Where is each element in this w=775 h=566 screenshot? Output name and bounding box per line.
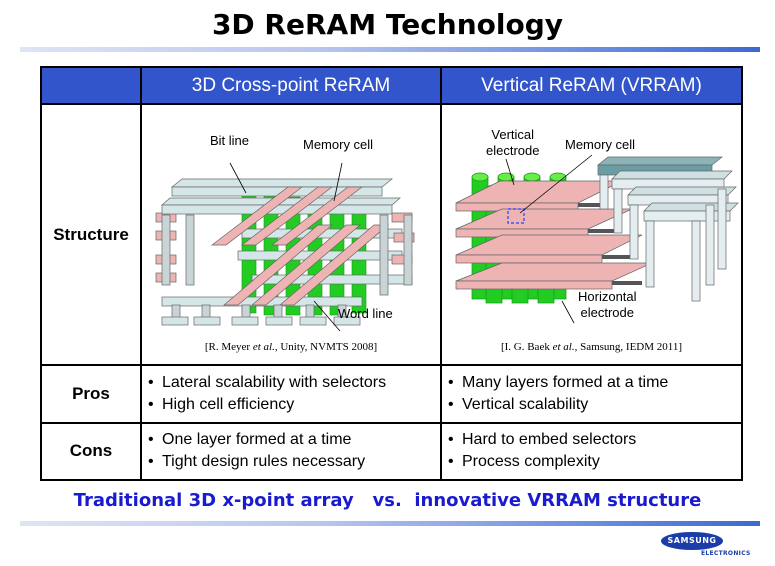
header-row: 3D Cross-point ReRAM Vertical ReRAM (VRR… bbox=[40, 66, 743, 105]
pros-row: Pros Lateral scalability with selectors … bbox=[40, 364, 743, 424]
word-lines bbox=[210, 186, 389, 306]
crosspoint-pro-item: Lateral scalability with selectors bbox=[148, 372, 440, 394]
samsung-logo: SAMSUNG ELECTRONICS bbox=[659, 530, 769, 562]
citation-vrram-pre: [I. G. Baek bbox=[500, 341, 553, 353]
crosspoint-cons-cell: One layer formed at a time Tight design … bbox=[140, 421, 442, 482]
row-label-pros: Pros bbox=[40, 364, 142, 424]
label-vertical-electrode-line1: Vertical bbox=[491, 127, 535, 142]
label-vertical-electrode-line2: electrode bbox=[486, 143, 540, 158]
label-memory-cell-crosspoint: Memory cell bbox=[303, 137, 374, 152]
label-memory-cell-vrram: Memory cell bbox=[565, 137, 636, 152]
crosspoint-con-item: One layer formed at a time bbox=[148, 429, 440, 451]
crosspoint-structure-cell: Bit line Memory cell Word line [R. Meyer… bbox=[140, 102, 442, 367]
citation-vrram: [I. G. Baek et al., Samsung, IEDM 2011] bbox=[442, 341, 741, 353]
crosspoint-pros-list: Lateral scalability with selectors High … bbox=[142, 372, 440, 416]
memory-cell-highlight bbox=[507, 208, 525, 224]
row-label-cons: Cons bbox=[40, 421, 142, 482]
samsung-logo-subtext: ELECTRONICS bbox=[701, 550, 751, 557]
vrram-con-item: Hard to embed selectors bbox=[448, 429, 741, 451]
row-label-structure: Structure bbox=[40, 102, 142, 367]
header-crosspoint: 3D Cross-point ReRAM bbox=[140, 66, 442, 105]
citation-crosspoint-pre: [R. Meyer bbox=[204, 341, 253, 353]
cons-row: Cons One layer formed at a time Tight de… bbox=[40, 421, 743, 482]
label-horizontal-electrode-line1: Horizontal bbox=[578, 289, 637, 304]
vrram-pros-cell: Many layers formed at a time Vertical sc… bbox=[440, 364, 743, 424]
vrram-pros-list: Many layers formed at a time Vertical sc… bbox=[442, 372, 741, 416]
bottom-divider-bar bbox=[20, 521, 760, 526]
vrram-pro-item: Many layers formed at a time bbox=[448, 372, 741, 394]
comparison-tagline: Traditional 3D x-point array vs. innovat… bbox=[73, 490, 702, 511]
slide-title: 3D ReRAM Technology bbox=[211, 8, 564, 41]
label-vertical-electrode: Vertical electrode bbox=[486, 127, 539, 159]
crosspoint-con-item: Tight design rules necessary bbox=[148, 451, 440, 473]
top-divider-bar bbox=[20, 47, 760, 52]
citation-crosspoint-etal: et al. bbox=[252, 341, 275, 353]
citation-vrram-post: , Samsung, IEDM 2011] bbox=[574, 341, 683, 353]
crosspoint-diagram bbox=[155, 162, 415, 332]
samsung-logo-oval: SAMSUNG bbox=[661, 532, 723, 550]
crosspoint-pros-cell: Lateral scalability with selectors High … bbox=[140, 364, 442, 424]
header-corner bbox=[40, 66, 142, 105]
crosspoint-cons-list: One layer formed at a time Tight design … bbox=[142, 429, 440, 473]
selector-posts bbox=[161, 214, 413, 320]
label-horizontal-electrode-line2: electrode bbox=[580, 305, 634, 320]
label-horizontal-electrode: Horizontal electrode bbox=[578, 289, 637, 321]
vrram-pro-item: Vertical scalability bbox=[448, 394, 741, 416]
citation-crosspoint-post: , Unity, NVMTS 2008] bbox=[274, 341, 378, 353]
crosspoint-pro-item: High cell efficiency bbox=[148, 394, 440, 416]
vrram-con-item: Process complexity bbox=[448, 451, 741, 473]
vrram-diagram bbox=[455, 154, 739, 324]
top-contacts bbox=[597, 156, 739, 222]
citation-crosspoint: [R. Meyer et al., Unity, NVMTS 2008] bbox=[142, 341, 440, 353]
label-bit-line: Bit line bbox=[210, 133, 250, 148]
header-vrram: Vertical ReRAM (VRRAM) bbox=[440, 66, 743, 105]
label-word-line: Word line bbox=[338, 306, 393, 321]
comparison-table: 3D Cross-point ReRAM Vertical ReRAM (VRR… bbox=[40, 66, 743, 482]
horizontal-electrodes bbox=[455, 180, 653, 290]
vrram-cons-cell: Hard to embed selectors Process complexi… bbox=[440, 421, 743, 482]
citation-vrram-etal: et al. bbox=[552, 341, 575, 353]
vrram-structure-cell: Vertical electrode Memory cell Horizonta… bbox=[440, 102, 743, 367]
structure-row: Structure bbox=[40, 102, 743, 367]
vrram-cons-list: Hard to embed selectors Process complexi… bbox=[442, 429, 741, 473]
